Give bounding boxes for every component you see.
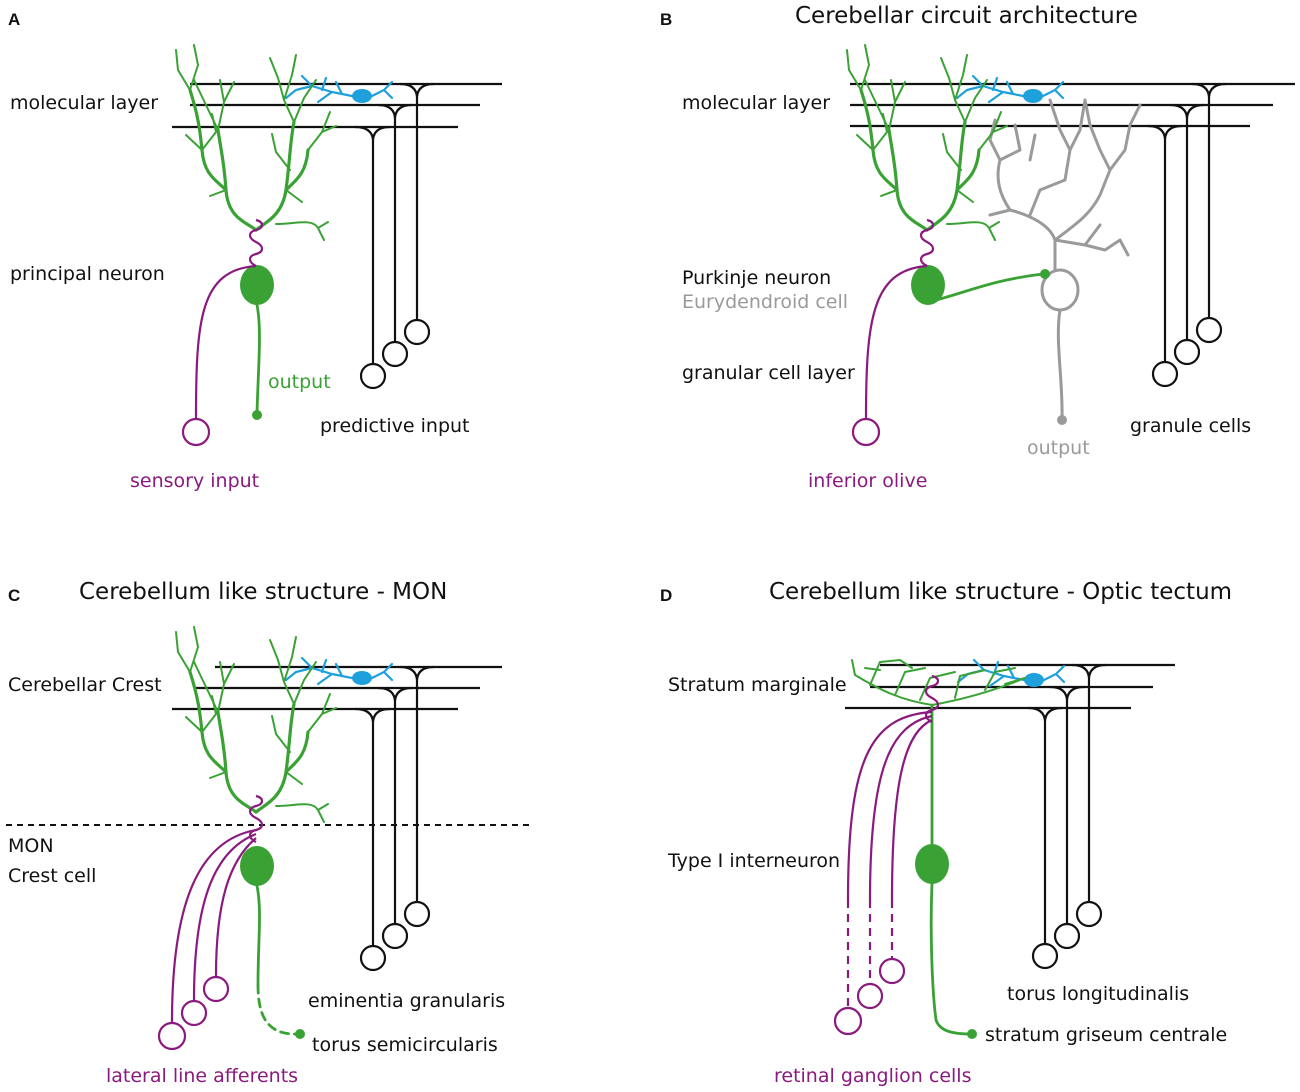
parallel-fibers	[172, 82, 502, 129]
eminentia-label: eminentia granularis	[308, 990, 505, 1012]
sensory-input-label: sensory input	[130, 470, 259, 492]
crest-cell-label: Crest cell	[8, 865, 96, 887]
parallel-fibers	[172, 665, 502, 711]
torus-longitudinalis-label: torus longitudinalis	[1007, 983, 1189, 1005]
stellate-interneuron	[284, 74, 394, 105]
sgc-label: stratum griseum centrale	[985, 1024, 1227, 1046]
output-label: output	[268, 371, 331, 393]
granule-cells	[1147, 82, 1227, 388]
type-i-interneuron	[851, 659, 1026, 1039]
panel-c-letter: C	[8, 586, 20, 605]
predictive-input-label: predictive input	[320, 415, 470, 437]
principal-neuron-label: principal neuron	[10, 263, 165, 285]
crest-cell	[174, 625, 338, 1039]
output-label: output	[1027, 437, 1090, 459]
cerebellar-crest-label: Cerebellar Crest	[8, 674, 162, 696]
panel-b: B Cerebellar circuit architecture molecu…	[660, 3, 1295, 492]
panel-c-title: Cerebellum like structure - MON	[79, 579, 447, 605]
panel-a-letter: A	[8, 10, 20, 29]
torus-semicircularis-label: torus semicircularis	[312, 1034, 498, 1056]
lateral-line-label: lateral line afferents	[106, 1065, 298, 1087]
lateral-line-afferents	[157, 794, 264, 1051]
retinal-ganglion-label: retinal ganglion cells	[774, 1065, 971, 1087]
panel-c: C Cerebellum like structure - MON Cerebe…	[6, 579, 532, 1087]
granule-cells	[1027, 663, 1107, 970]
molecular-layer-label: molecular layer	[682, 92, 830, 114]
stratum-marginale-label: Stratum marginale	[668, 674, 847, 696]
granule-cells	[354, 665, 435, 972]
eurydendroid-cell	[988, 98, 1142, 425]
retinal-ganglion-afferents	[833, 674, 940, 1036]
parallel-fibers	[850, 82, 1295, 128]
purkinje-neuron	[845, 43, 1050, 305]
panel-d-letter: D	[660, 586, 672, 605]
purkinje-label: Purkinje neuron	[682, 267, 831, 289]
eurydendroid-label: Eurydendroid cell	[682, 291, 848, 313]
type-i-interneuron-label: Type I interneuron	[667, 850, 840, 872]
sensory-climbing-fiber	[181, 218, 264, 447]
mon-label: MON	[8, 835, 54, 857]
stellate-interneuron	[284, 656, 394, 687]
granular-layer-label: granular cell layer	[682, 362, 855, 384]
panel-d-title: Cerebellum like structure - Optic tectum	[769, 579, 1232, 605]
panel-d: D Cerebellum like structure - Optic tect…	[660, 579, 1232, 1087]
molecular-layer-label: molecular layer	[10, 92, 158, 114]
principal-neuron	[174, 43, 338, 420]
inferior-olive-label: inferior olive	[808, 470, 927, 492]
granule-cells-label: granule cells	[1130, 415, 1251, 437]
inferior-olive-climbing-fiber	[851, 218, 935, 447]
stellate-interneuron	[955, 74, 1065, 105]
parallel-fibers	[845, 663, 1175, 710]
panel-a: A molecular layer principal neuron outpu…	[8, 10, 502, 492]
granule-cells	[354, 82, 435, 390]
panel-b-title: Cerebellar circuit architecture	[795, 3, 1138, 29]
panel-b-letter: B	[660, 10, 672, 29]
